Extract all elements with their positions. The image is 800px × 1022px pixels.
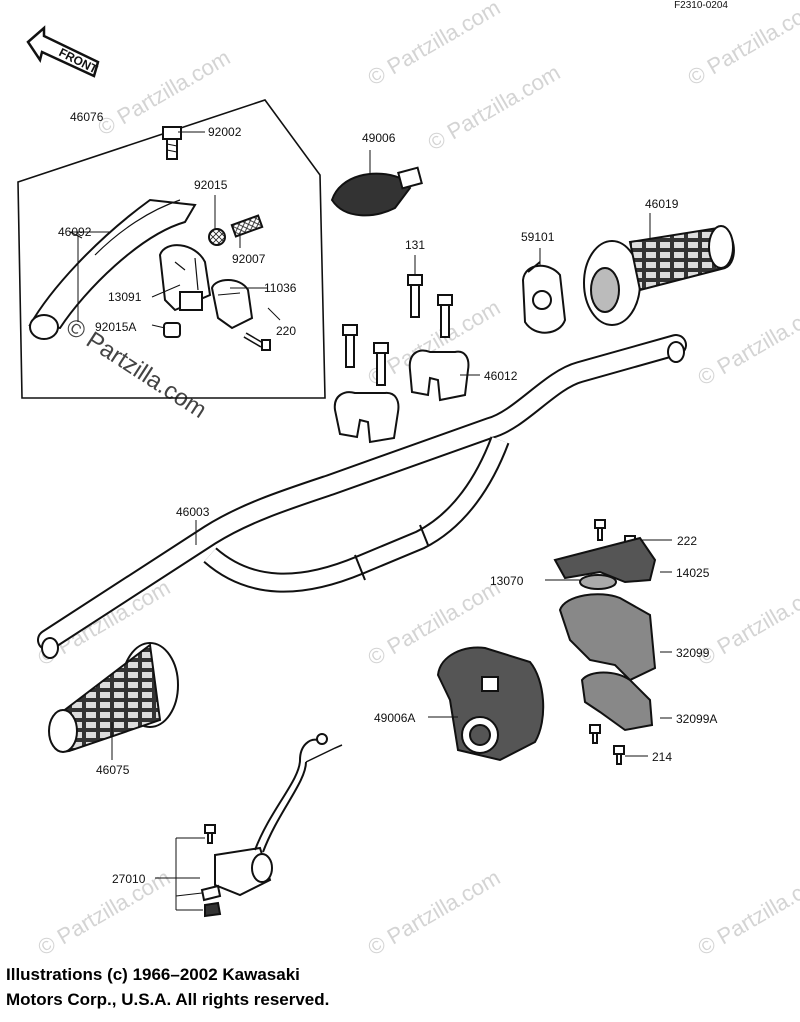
part-label-131: 131 bbox=[405, 238, 426, 252]
clamp-icon bbox=[210, 279, 254, 330]
bolt-icon bbox=[243, 332, 271, 351]
handlebar-holder-icon bbox=[333, 349, 470, 444]
nut-icon bbox=[208, 228, 226, 246]
part-label-46076: 46076 bbox=[70, 110, 104, 124]
part-label-220: 220 bbox=[276, 324, 297, 338]
copyright-notice: Illustrations (c) 1966–2002 Kawasaki Mot… bbox=[6, 962, 329, 1012]
part-label-46012: 46012 bbox=[484, 369, 518, 383]
part-label-11036: 11036 bbox=[264, 281, 297, 295]
throttle-pulley-icon bbox=[521, 261, 567, 334]
part-label-46003: 46003 bbox=[176, 505, 210, 519]
screw-icon bbox=[589, 724, 625, 765]
part-label-49006A: 49006A bbox=[374, 711, 416, 725]
part-label-92015A: 92015A bbox=[95, 320, 137, 334]
part-label-222: 222 bbox=[677, 534, 698, 548]
washer-icon bbox=[579, 574, 617, 590]
part-label-92007: 92007 bbox=[232, 252, 266, 266]
part-label-214: 214 bbox=[652, 750, 673, 764]
clutch-lever-icon bbox=[28, 198, 197, 340]
switch-housing-icon bbox=[436, 646, 545, 762]
part-label-32099A: 32099A bbox=[676, 712, 718, 726]
diagram-code: F2310-0204 bbox=[674, 0, 728, 11]
part-label-49006: 49006 bbox=[362, 131, 396, 145]
housing-cover-icon bbox=[553, 536, 657, 584]
copyright-line-2: Motors Corp., U.S.A. All rights reserved… bbox=[6, 990, 330, 1009]
part-label-13070: 13070 bbox=[490, 574, 524, 588]
part-label-14025: 14025 bbox=[676, 566, 710, 580]
part-label-59101: 59101 bbox=[521, 230, 555, 244]
part-label-13091: 13091 bbox=[108, 290, 142, 304]
throttle-cover-icon bbox=[330, 166, 423, 217]
lever-holder-icon bbox=[158, 244, 212, 312]
kill-switch-icon bbox=[200, 733, 343, 918]
leader-lines bbox=[69, 131, 672, 911]
throttle-housing-icon bbox=[558, 593, 657, 682]
front-arrow-label: FRONT bbox=[57, 45, 101, 77]
part-label-32099: 32099 bbox=[676, 646, 710, 660]
part-label-46075: 46075 bbox=[96, 763, 130, 777]
throttle-grip-icon bbox=[583, 225, 735, 326]
part-label-92002: 92002 bbox=[208, 125, 242, 139]
part-label-27010: 27010 bbox=[112, 872, 146, 886]
copyright-line-1: Illustrations (c) 1966–2002 Kawasaki bbox=[6, 965, 300, 984]
bolt-icon bbox=[373, 342, 389, 386]
bolt-icon bbox=[162, 126, 182, 160]
part-label-46019: 46019 bbox=[645, 197, 679, 211]
bolt-icon bbox=[407, 274, 423, 318]
part-label-46092: 46092 bbox=[58, 225, 92, 239]
adjuster-icon bbox=[230, 214, 264, 238]
bolt-icon bbox=[342, 324, 358, 368]
left-grip-icon bbox=[48, 642, 179, 753]
handlebar-icon bbox=[37, 334, 687, 659]
lever-assembly-outline bbox=[17, 99, 326, 399]
bolt-icon bbox=[437, 294, 453, 338]
small-nut-icon bbox=[163, 322, 181, 338]
front-arrow-icon: FRONT bbox=[26, 25, 101, 78]
throttle-housing-lower-icon bbox=[580, 671, 654, 732]
part-label-92015: 92015 bbox=[194, 178, 228, 192]
